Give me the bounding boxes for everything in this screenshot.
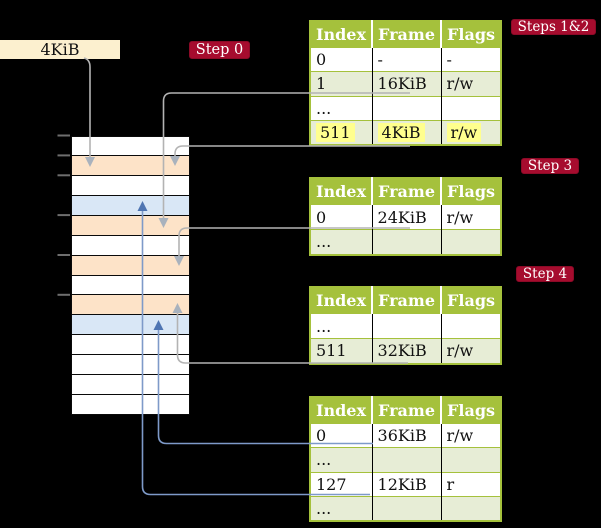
cell-flags: r/w	[440, 204, 502, 230]
page-table-final-level: Index Frame Flags 0 36KiB r/w ... 127 12…	[309, 396, 503, 522]
table-header-row: Index Frame Flags	[310, 397, 502, 423]
cell-index: ...	[316, 98, 332, 118]
col-header-flags: Flags	[440, 21, 502, 47]
frame-row-peach	[71, 215, 189, 236]
table-row: ...	[310, 229, 502, 255]
cell-index: 0	[316, 425, 327, 445]
table-header-row: Index Frame Flags	[310, 21, 502, 47]
col-header-index: Index	[310, 287, 373, 314]
frame-row-white	[71, 374, 189, 395]
cell-index: ...	[316, 316, 332, 336]
col-header-frame: Frame	[371, 287, 442, 314]
cell-flags	[440, 229, 502, 255]
badge-step-0: Step 0	[189, 41, 250, 59]
cell-frame: 32KiB	[371, 338, 442, 364]
frame-row-white	[71, 394, 189, 414]
table-header-row: Index Frame Flags	[310, 287, 502, 314]
col-header-frame: Frame	[371, 178, 442, 205]
table-row: ...	[310, 96, 502, 121]
highlight-mark: 511	[316, 123, 355, 142]
table-header-row: Index Frame Flags	[310, 178, 502, 205]
highlight-mark: 4KiB	[377, 123, 425, 142]
highlight-mark: r/w	[446, 123, 482, 142]
table-row: ...	[310, 313, 502, 339]
frame-row-white	[71, 354, 189, 375]
frame-row-white	[71, 275, 189, 296]
page-table-step-4: Index Frame Flags ... 511 32KiB r/w	[309, 286, 503, 365]
col-header-flags: Flags	[440, 397, 502, 423]
badge-steps-1-2: Steps 1&2	[511, 19, 596, 35]
cell-frame: 36KiB	[371, 423, 442, 448]
cell-frame	[371, 229, 442, 255]
cell-index: ...	[316, 232, 332, 252]
cell-flags	[440, 96, 502, 121]
col-header-index: Index	[310, 178, 373, 205]
cell-flags	[440, 313, 502, 339]
cell-flags: r/w	[440, 423, 502, 448]
badge-step-3: Step 3	[521, 158, 579, 174]
cell-index: ...	[316, 450, 332, 470]
frame-row-white	[71, 176, 189, 197]
table-row: ...	[310, 496, 502, 521]
frame-row-peach	[71, 295, 189, 316]
badge-step-4: Step 4	[516, 266, 574, 282]
col-header-flags: Flags	[440, 287, 502, 314]
frame-row-blue	[71, 315, 189, 336]
cell-frame: 24KiB	[371, 204, 442, 230]
table-row: 127 12KiB r	[310, 472, 502, 497]
page-table-steps-1-2: Index Frame Flags 0 - - 1 16KiB r/w ... …	[309, 20, 503, 146]
cell-index: 127	[316, 474, 347, 494]
table-row-highlighted: 511 4KiB r/w	[310, 120, 502, 146]
table-row: 511 32KiB r/w	[310, 338, 502, 364]
frame-row-peach	[71, 156, 189, 177]
cell-frame	[371, 496, 442, 521]
cell-flags: r/w	[440, 71, 502, 96]
cell-index: 0	[316, 49, 327, 69]
cell-frame: 4KiB	[371, 120, 442, 145]
cell-index: 1	[316, 74, 327, 94]
cell-frame: 16KiB	[371, 71, 442, 96]
col-header-flags: Flags	[440, 178, 502, 205]
table-row: 0 24KiB r/w	[310, 204, 502, 230]
frame-ticks	[57, 134, 70, 296]
col-header-frame: Frame	[371, 397, 442, 423]
cell-index: 511	[310, 121, 372, 146]
cell-flags: r	[440, 472, 502, 497]
cell-frame: -	[371, 47, 442, 72]
page-table-step-3: Index Frame Flags 0 24KiB r/w ...	[309, 177, 503, 256]
frame-row-white	[71, 235, 189, 256]
table-row: 1 16KiB r/w	[310, 71, 502, 96]
cell-frame	[371, 96, 442, 121]
cell-index: 0	[316, 207, 327, 227]
cell-flags: r/w	[440, 120, 502, 145]
table-row: ...	[310, 447, 502, 472]
cell-frame	[371, 447, 442, 472]
frame-row-white	[71, 335, 189, 355]
memory-size-label: 4KiB	[0, 40, 120, 59]
frame-row-blue	[71, 196, 189, 216]
col-header-frame: Frame	[371, 21, 442, 47]
cell-flags: r/w	[440, 338, 502, 364]
frame-row-peach	[71, 255, 189, 276]
table-row: 0 - -	[310, 47, 502, 72]
col-header-index: Index	[310, 397, 373, 423]
frame-stack	[70, 135, 190, 415]
cell-frame	[371, 313, 442, 339]
col-header-index: Index	[310, 21, 373, 47]
cell-flags	[440, 496, 502, 521]
cell-frame: 12KiB	[371, 472, 442, 497]
cell-flags: -	[440, 47, 502, 72]
frame-row-white	[71, 136, 189, 157]
arrow-t1row511-to-frame-4kib	[174, 145, 410, 157]
cell-flags	[440, 447, 502, 472]
cell-index: 511	[316, 341, 347, 361]
cell-index: ...	[316, 499, 332, 518]
table-row: 0 36KiB r/w	[310, 423, 502, 448]
